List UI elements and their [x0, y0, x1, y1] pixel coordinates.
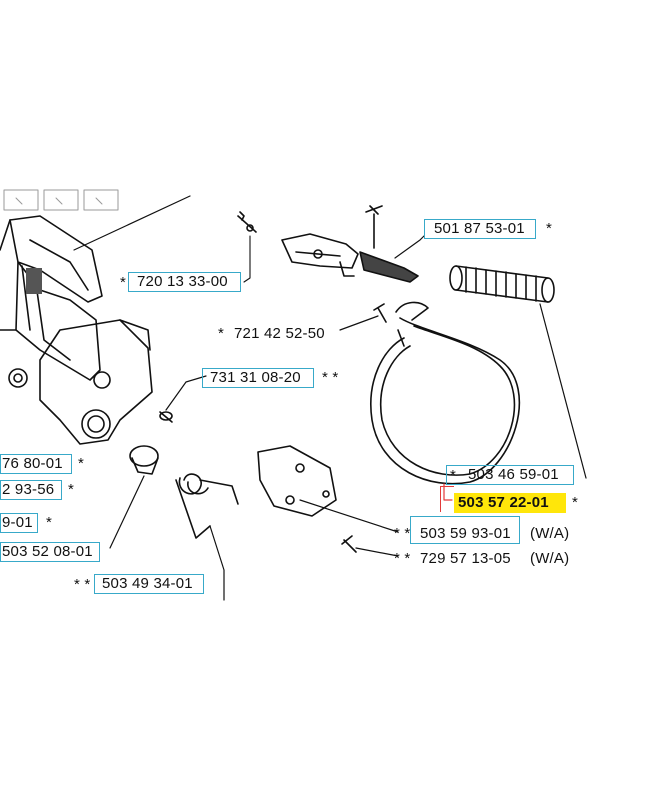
asterisk-marker: * * — [394, 525, 411, 542]
brake-bracket — [8, 319, 153, 445]
label-box — [0, 480, 62, 500]
part-number: 721 42 52-50 — [234, 325, 325, 342]
part-number: 731 31 08-20 — [210, 369, 301, 386]
part-number: 503 49 34-01 — [102, 575, 193, 592]
asterisk-marker: * — [546, 220, 553, 237]
leader-band — [443, 483, 453, 501]
pin-720 — [237, 211, 257, 283]
asterisk-marker: * — [68, 481, 75, 498]
label-box — [94, 574, 204, 594]
highlight — [454, 493, 566, 513]
brake-band — [370, 301, 521, 485]
leader-503-52 — [109, 475, 145, 549]
part-number: 2 93-56 — [2, 481, 55, 498]
label-box — [0, 542, 100, 562]
part-number: 503 59 93-01 — [420, 525, 511, 542]
asterisk-marker: * — [78, 455, 85, 472]
rivet-721 — [373, 303, 387, 323]
asterisk-marker: * * — [74, 576, 91, 593]
cover-plate — [257, 445, 337, 517]
asterisk-marker: * * — [322, 369, 339, 386]
label-box — [0, 513, 38, 533]
leader-721 — [339, 315, 379, 331]
asterisk-marker: * * — [394, 550, 411, 567]
circlip-731 — [159, 411, 173, 423]
selection-marker — [440, 486, 454, 512]
leader-guard — [73, 195, 191, 251]
part-number: 503 46 59-01 — [468, 466, 559, 483]
leader-503-59 — [299, 499, 399, 533]
leader-501 — [394, 235, 425, 259]
label-box — [446, 465, 574, 485]
leader-spring — [539, 303, 587, 479]
label-box — [128, 272, 241, 292]
part-number: 720 13 33-00 — [137, 273, 228, 290]
label-box — [410, 516, 520, 544]
coil-spring — [449, 265, 555, 303]
part-number: 503 52 08-01 — [2, 543, 93, 560]
screw-729 — [341, 535, 357, 553]
asterisk-marker: * — [218, 325, 225, 342]
asterisk-marker: * — [120, 274, 127, 291]
asterisk-marker: * — [46, 514, 53, 531]
label-box — [0, 454, 72, 474]
torsion-spring — [175, 473, 239, 539]
part-number: 76 80-01 — [2, 455, 63, 472]
part-number: 729 57 13-05 — [420, 550, 511, 567]
part-note: (W/A) — [530, 550, 570, 567]
part-note: (W/A) — [530, 525, 570, 542]
sleeve-503-52 — [129, 445, 159, 475]
leader-503-49 — [209, 525, 225, 601]
label-box — [202, 368, 314, 388]
part-number: 503 57 22-01 — [458, 494, 549, 511]
brake-lever — [281, 205, 419, 283]
leader-729 — [355, 547, 399, 557]
brake-handle-guard — [0, 215, 103, 381]
toolbar-icons — [3, 189, 119, 211]
leader-731 — [165, 375, 207, 411]
label-box — [424, 219, 536, 239]
asterisk-marker: * — [572, 494, 579, 511]
part-number: 9-01 — [2, 514, 33, 531]
part-number: 501 87 53-01 — [434, 220, 525, 237]
asterisk-marker: * — [450, 467, 457, 484]
